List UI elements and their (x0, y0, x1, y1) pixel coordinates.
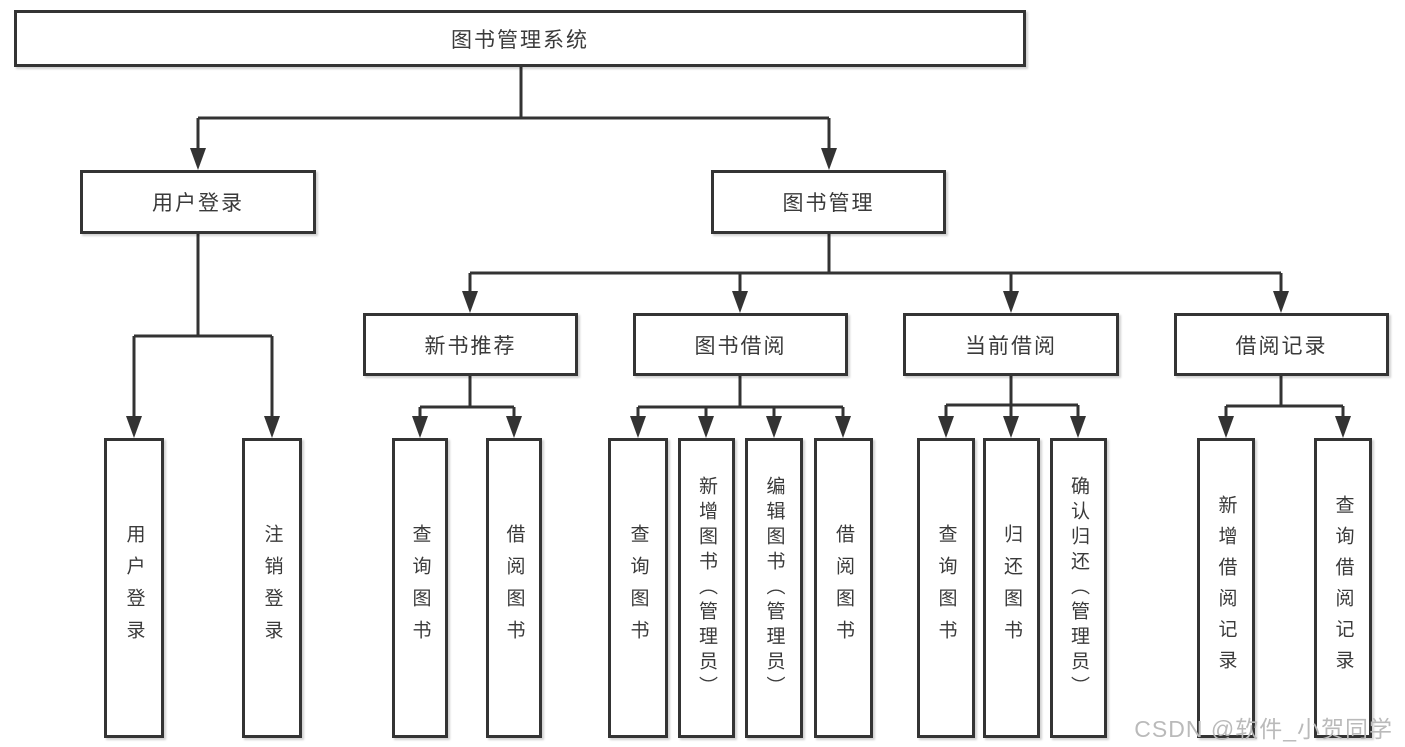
leaf-newbook-borrow-books: 借阅图书 (486, 438, 542, 738)
node-root: 图书管理系统 (14, 10, 1026, 67)
node-borrow-records: 借阅记录 (1174, 313, 1389, 376)
leaf-current-query-books: 查询图书 (917, 438, 975, 738)
leaf-user-login-label: 用户登录 (123, 524, 145, 652)
leaf-borrow-borrow-books-label: 借阅图书 (833, 524, 854, 652)
node-book-management: 图书管理 (711, 170, 946, 234)
node-new-book-recommend-label: 新书推荐 (424, 334, 517, 358)
leaf-borrow-edit-books-admin: 编辑图书（管理员） (745, 438, 803, 738)
leaf-newbook-borrow-books-label: 借阅图书 (503, 524, 525, 652)
node-user-login-label: 用户登录 (152, 192, 244, 215)
leaf-record-query-borrow-record-label: 查询借阅记录 (1332, 495, 1354, 681)
node-root-label: 图书管理系统 (451, 28, 589, 52)
node-user-login: 用户登录 (80, 170, 316, 234)
node-borrow-records-label: 借阅记录 (1235, 334, 1328, 358)
node-current-borrowing-label: 当前借阅 (965, 334, 1057, 358)
leaf-current-return-books: 归还图书 (983, 438, 1040, 738)
leaf-logout: 注销登录 (242, 438, 302, 738)
leaf-borrow-edit-books-admin-label: 编辑图书（管理员） (763, 475, 785, 701)
node-book-borrowing: 图书借阅 (633, 313, 848, 376)
leaf-current-return-books-label: 归还图书 (1001, 524, 1022, 652)
node-new-book-recommend: 新书推荐 (363, 313, 578, 376)
leaf-newbook-query-books-label: 查询图书 (409, 524, 431, 652)
leaf-record-add-borrow-record: 新增借阅记录 (1197, 438, 1255, 738)
leaf-current-query-books-label: 查询图书 (935, 524, 957, 652)
node-book-management-label: 图书管理 (782, 192, 875, 215)
leaf-borrow-query-books: 查询图书 (608, 438, 668, 738)
leaf-logout-label: 注销登录 (261, 524, 283, 652)
leaf-borrow-add-books-admin-label: 新增图书（管理员） (696, 475, 717, 701)
leaf-borrow-query-books-label: 查询图书 (627, 524, 649, 652)
leaf-borrow-borrow-books: 借阅图书 (814, 438, 873, 738)
leaf-newbook-query-books: 查询图书 (392, 438, 448, 738)
leaf-user-login: 用户登录 (104, 438, 164, 738)
node-book-borrowing-label: 图书借阅 (694, 334, 787, 358)
leaf-borrow-add-books-admin: 新增图书（管理员） (678, 438, 735, 738)
leaf-record-query-borrow-record: 查询借阅记录 (1314, 438, 1372, 738)
leaf-record-add-borrow-record-label: 新增借阅记录 (1215, 495, 1237, 681)
csdn-watermark: CSDN @软件_小贺同学 (1134, 716, 1393, 742)
node-current-borrowing: 当前借阅 (903, 313, 1119, 376)
leaf-current-confirm-return-admin-label: 确认归还（管理员） (1068, 475, 1089, 701)
leaf-current-confirm-return-admin: 确认归还（管理员） (1050, 438, 1107, 738)
